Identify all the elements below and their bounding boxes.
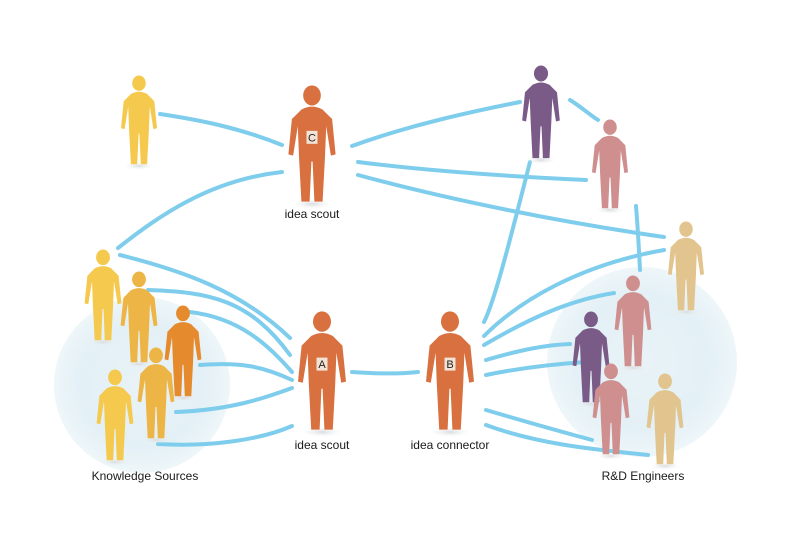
connection-line bbox=[350, 100, 522, 148]
person-body bbox=[298, 333, 346, 430]
connection-line bbox=[356, 160, 588, 182]
person-head bbox=[313, 311, 331, 332]
person-head bbox=[441, 311, 459, 332]
connection-line bbox=[482, 160, 532, 324]
rd-engineer-mauve-1 bbox=[614, 275, 652, 372]
ground-shadow bbox=[430, 427, 470, 437]
ground-shadow bbox=[596, 452, 626, 460]
person-head bbox=[604, 363, 618, 380]
person-body bbox=[592, 380, 630, 455]
top-right-mauve-engineer bbox=[592, 119, 628, 214]
person-body bbox=[668, 237, 704, 311]
connection-line bbox=[484, 423, 650, 457]
person-head bbox=[132, 75, 146, 91]
connection-line bbox=[146, 288, 292, 357]
rd-engineer-tan-top bbox=[668, 221, 704, 316]
ground-shadow bbox=[618, 364, 648, 372]
connection-line bbox=[116, 170, 284, 250]
person-head bbox=[96, 249, 110, 266]
person-body bbox=[120, 288, 158, 363]
scout-c-person: C bbox=[288, 85, 336, 209]
person-body bbox=[121, 91, 157, 165]
ground-shadow bbox=[124, 162, 154, 170]
ground-shadow bbox=[595, 206, 625, 214]
person-head bbox=[533, 65, 549, 82]
person-body bbox=[426, 333, 474, 430]
connection-line bbox=[634, 204, 642, 272]
ground-shadow bbox=[671, 308, 701, 316]
connection-lines bbox=[116, 98, 666, 457]
person-head bbox=[176, 305, 190, 322]
connection-line bbox=[198, 362, 294, 382]
person-body bbox=[522, 82, 560, 159]
connection-line bbox=[188, 310, 294, 374]
scout-c-label: idea scout bbox=[285, 207, 340, 221]
connection-line bbox=[356, 173, 666, 239]
person-body bbox=[137, 364, 175, 439]
connection-line bbox=[482, 291, 616, 347]
scout-a-person: A bbox=[298, 311, 346, 437]
person-body bbox=[96, 386, 134, 461]
knowledge-source-person-5 bbox=[96, 369, 134, 466]
person-head bbox=[149, 347, 163, 364]
role-badge-letter: B bbox=[446, 359, 453, 371]
knowledge-source-person-3 bbox=[164, 305, 202, 402]
connection-line bbox=[482, 248, 666, 338]
ground-shadow bbox=[100, 458, 130, 466]
connection-line bbox=[350, 370, 420, 376]
connector-b-label: idea connector bbox=[411, 438, 490, 452]
role-badge bbox=[316, 357, 328, 371]
role-badge-letter: A bbox=[318, 359, 326, 371]
knowledge-source-person-2 bbox=[120, 271, 158, 368]
person-body bbox=[614, 292, 652, 367]
role-badge-letter: C bbox=[308, 132, 316, 144]
connection-line bbox=[484, 408, 594, 442]
person-head bbox=[108, 369, 122, 386]
person-head bbox=[679, 221, 693, 237]
scout-a-label: idea scout bbox=[295, 438, 350, 452]
people-layer: C A B bbox=[84, 65, 704, 470]
ground-shadow bbox=[525, 156, 557, 164]
ground-shadow bbox=[293, 199, 331, 209]
role-badge bbox=[444, 357, 456, 371]
person-head bbox=[132, 271, 146, 288]
person-head bbox=[584, 311, 598, 328]
ground-shadow bbox=[302, 427, 342, 437]
connection-line bbox=[156, 424, 294, 447]
person-body bbox=[164, 322, 202, 397]
ground-shadow bbox=[88, 338, 118, 346]
rd-engineer-tan-bottom bbox=[646, 373, 684, 470]
rd-engineers-label: R&D Engineers bbox=[602, 469, 685, 483]
connection-line bbox=[484, 342, 572, 362]
person-body bbox=[646, 390, 684, 465]
person-head bbox=[658, 373, 672, 390]
connection-line bbox=[174, 386, 294, 414]
rd-engineer-mauve-2 bbox=[592, 363, 630, 460]
connection-line bbox=[568, 98, 600, 122]
knowledge-sources-label: Knowledge Sources bbox=[92, 469, 199, 483]
ground-shadow bbox=[141, 436, 171, 444]
role-badge bbox=[306, 130, 318, 144]
person-body bbox=[592, 135, 628, 209]
person-body bbox=[572, 328, 610, 403]
knowledge-source-person-1 bbox=[84, 249, 122, 346]
connector-b-person: B bbox=[426, 311, 474, 437]
person-head bbox=[603, 119, 617, 135]
top-right-purple-engineer bbox=[522, 65, 560, 164]
person-body bbox=[288, 106, 336, 202]
knowledge-source-person-4 bbox=[137, 347, 175, 444]
person-head bbox=[626, 275, 640, 292]
person-body bbox=[84, 266, 122, 341]
top-left-source-person bbox=[121, 75, 157, 170]
person-head bbox=[303, 85, 321, 106]
connection-line bbox=[158, 112, 284, 147]
connection-line bbox=[118, 253, 292, 340]
